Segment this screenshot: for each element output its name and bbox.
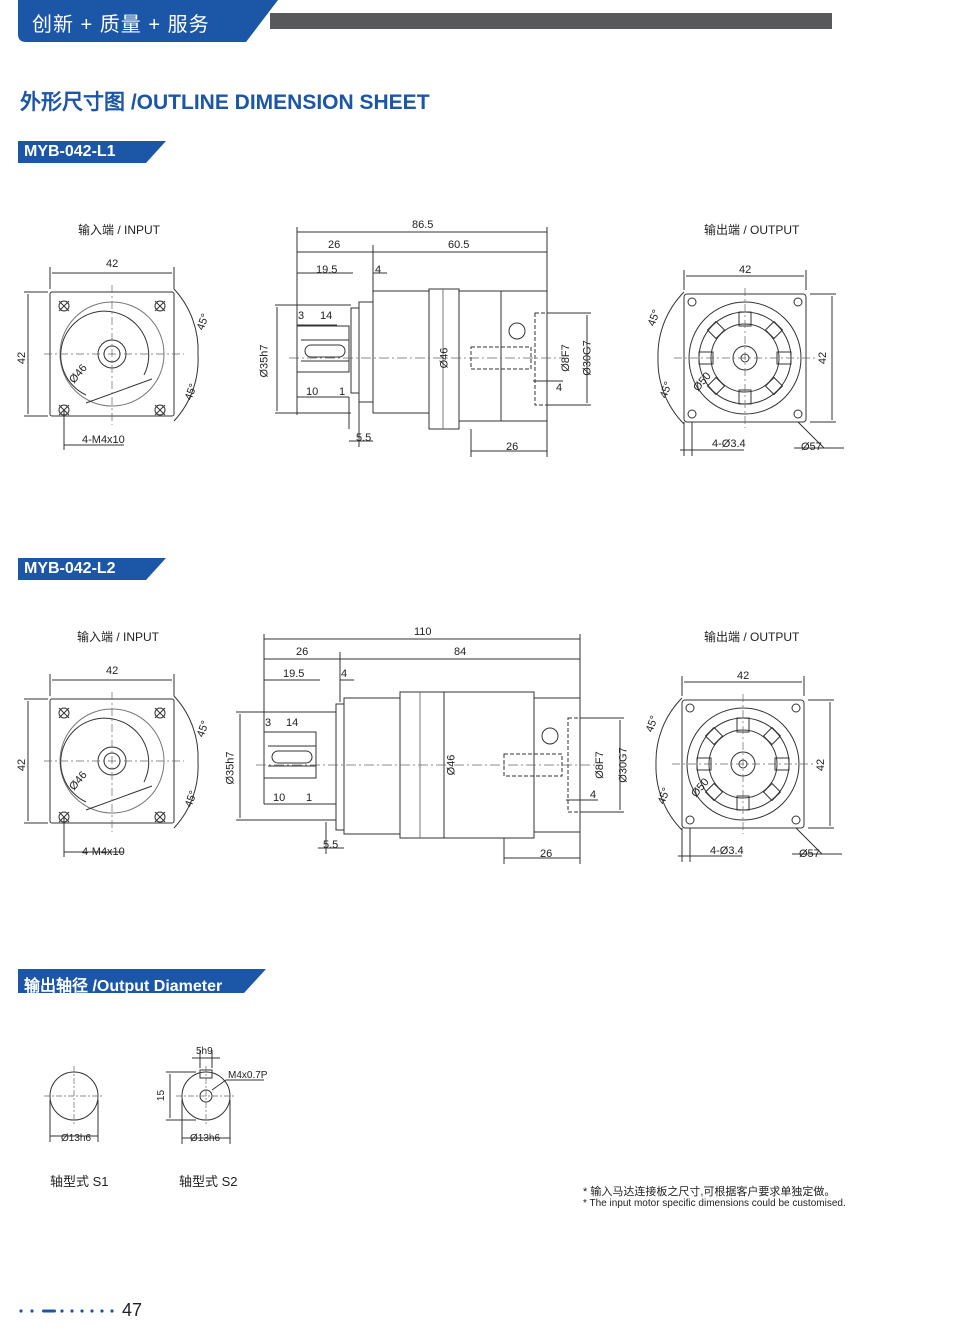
dim-body-dia: Ø46	[445, 754, 458, 776]
dim-width: 42	[106, 665, 119, 677]
shaft-s2-thread: M4x0.7P	[228, 1070, 268, 1081]
dim-key-off: 3	[298, 310, 305, 322]
out-dim-height: 42	[817, 351, 830, 365]
dim-out-len: 26	[540, 848, 553, 860]
dim-10: 10	[273, 792, 286, 804]
shaft-s2-label: 轴型式 S2	[179, 1174, 238, 1189]
dim-pilot-len: 19.5	[316, 264, 338, 276]
dim-pilot-dia: Ø35h7	[224, 751, 237, 785]
dim-holes: 4-M4x10	[82, 846, 125, 858]
dim-pilot-dia: Ø35h7	[258, 344, 271, 378]
dim-seg-b: 60.5	[448, 239, 470, 251]
out-dim-pcd: Ø57	[799, 848, 820, 860]
dim-key-len: 14	[286, 717, 299, 729]
dim-seg-a: 26	[296, 646, 309, 658]
dim-height: 42	[16, 758, 29, 772]
dim-seg-b: 84	[454, 646, 467, 658]
dim-width: 42	[106, 258, 119, 270]
out-dim-height: 42	[815, 758, 828, 772]
dim-key-off: 3	[265, 717, 272, 729]
dim-body-dia: Ø46	[438, 347, 451, 369]
side-view-drawing	[275, 227, 591, 457]
footer-dots	[19, 1309, 114, 1313]
input-end-drawing	[24, 267, 199, 450]
note-en: * The input motor specific dimensions co…	[583, 1198, 846, 1209]
dim-bore: Ø8F7	[593, 751, 606, 779]
model-badge-bg	[18, 141, 166, 163]
shaft-s1-dia: Ø13h6	[61, 1133, 92, 1144]
dim-flange-t: 4	[375, 264, 382, 276]
dim-depth-4: 4	[590, 789, 597, 801]
page-number: 47	[122, 1300, 143, 1320]
output-diameter-title: 输出轴径 /Output Diameter	[24, 978, 223, 995]
dim-total: 86.5	[412, 219, 434, 231]
header-title: 创新 + 质量 + 服务	[32, 14, 210, 36]
out-dim-width: 42	[739, 264, 752, 276]
shaft-s1-label: 轴型式 S1	[50, 1174, 109, 1189]
dim-1: 1	[306, 792, 313, 804]
out-dim-width: 42	[737, 670, 750, 682]
shaft-s2-height: 15	[156, 1089, 168, 1102]
dim-spig: Ø30G7	[581, 340, 594, 376]
dim-5-5: 5.5	[356, 432, 372, 444]
side-view-drawing	[236, 634, 624, 864]
dim-10: 10	[306, 386, 319, 398]
dim-depth-4: 4	[556, 382, 563, 394]
shaft-s2-key: 5h9	[196, 1046, 213, 1057]
dim-holes: 4-M4x10	[82, 434, 125, 446]
note-cn: * 输入马达连接板之尺寸,可根据客户要求单独定做。	[583, 1186, 836, 1198]
input-end-drawing	[24, 674, 199, 857]
output-diameter-badge-bg	[18, 969, 266, 993]
shaft-s1-drawing	[44, 1066, 104, 1142]
dim-bore: Ø8F7	[559, 344, 572, 372]
dim-key-len: 14	[320, 310, 333, 322]
dim-spig: Ø30G7	[617, 747, 630, 783]
output-view-label: 输出端 / OUTPUT	[704, 630, 800, 644]
output-view-label: 输出端 / OUTPUT	[704, 223, 800, 237]
model-badge-bg	[18, 558, 166, 580]
shaft-s2-dia: Ø13h6	[190, 1133, 221, 1144]
header-tab	[18, 0, 278, 42]
dim-out-len: 26	[506, 441, 519, 453]
out-dim-holes: 4-Ø3.4	[712, 438, 746, 450]
dim-1: 1	[339, 386, 346, 398]
dim-seg-a: 26	[328, 239, 341, 251]
output-end-drawing	[657, 270, 844, 456]
page-title: 外形尺寸图 /OUTLINE DIMENSION SHEET	[20, 91, 430, 114]
out-dim-holes: 4-Ø3.4	[710, 845, 744, 857]
dim-5-5: 5.5	[323, 839, 339, 851]
model-badge-l1: MYB-042-L1	[24, 143, 116, 160]
out-dim-pcd: Ø57	[801, 441, 822, 453]
output-end-drawing	[655, 676, 842, 862]
dim-total: 110	[414, 626, 432, 638]
dim-height: 42	[16, 351, 29, 365]
shaft-s2-drawing	[166, 1050, 264, 1144]
dim-flange-t: 4	[341, 668, 348, 680]
input-view-label: 输入端 / INPUT	[77, 630, 160, 644]
model-badge-l2: MYB-042-L2	[24, 560, 116, 577]
input-view-label: 输入端 / INPUT	[78, 223, 161, 237]
header-bar	[270, 13, 832, 29]
dim-pilot-len: 19.5	[283, 668, 305, 680]
